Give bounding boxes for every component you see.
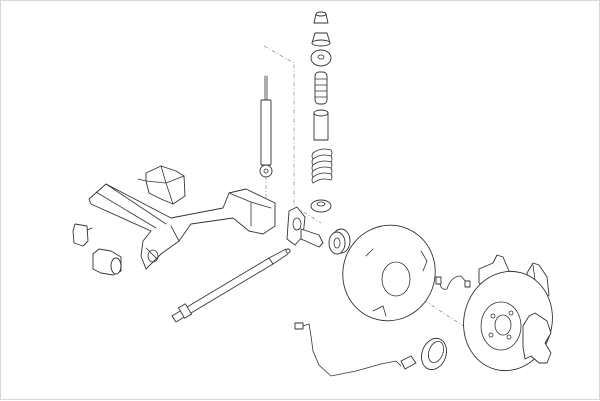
top-nut[interactable] [313,11,329,24]
spring-lower-seat[interactable] [310,199,332,213]
bushing-clamp[interactable] [72,223,93,247]
rear-axle-beam[interactable] [88,183,276,270]
axle-mount-bracket[interactable] [137,165,186,205]
coil-spring[interactable] [311,148,333,184]
bump-stop[interactable] [314,71,328,105]
dust-boot[interactable] [313,109,329,141]
handbrake-cable[interactable] [171,248,291,323]
rubber-bushing[interactable] [92,248,122,276]
abs-sensor[interactable] [294,322,417,377]
wheel-bearing[interactable] [328,228,351,255]
stub-axle[interactable] [286,206,324,248]
caliper-carrier[interactable] [522,312,552,364]
bump-cap[interactable] [311,32,331,47]
brake-hose[interactable] [435,275,471,290]
shock-absorber[interactable] [259,75,273,178]
brake-backing-plate[interactable] [329,212,448,334]
strut-mount-plate[interactable] [310,49,332,67]
abs-tone-ring[interactable] [417,335,450,373]
